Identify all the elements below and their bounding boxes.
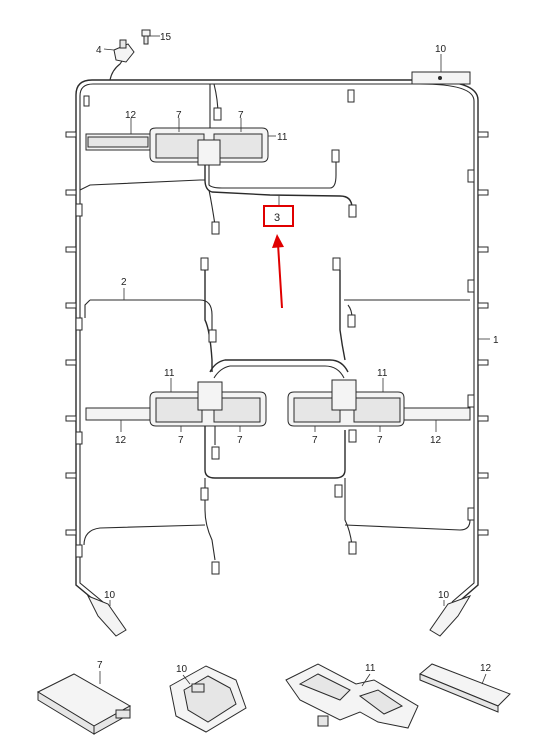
label-12-detail: 12 (480, 663, 492, 674)
label-7-lower-1: 7 (178, 435, 184, 446)
label-7-lower-3: 7 (312, 435, 318, 446)
label-11-lower-right: 11 (377, 368, 388, 379)
right-tabs (477, 131, 489, 536)
end-bracket-bottom-left (86, 595, 127, 637)
label-10-bottom-left: 10 (104, 590, 116, 601)
fastener-4-assembly (113, 39, 135, 63)
internal-branches (79, 83, 471, 575)
lower-right-module-group (287, 379, 471, 427)
part-labels: 4 15 10 12 7 7 11 2 1 11 11 12 7 7 7 7 1… (96, 32, 499, 601)
upper-module-group (85, 127, 269, 166)
label-7-lower-2: 7 (237, 435, 243, 446)
label-11-detail: 11 (365, 663, 376, 674)
label-12-upper: 12 (125, 110, 137, 121)
part-12-detail: 12 (419, 663, 511, 713)
part-10-detail: 10 (169, 664, 247, 733)
label-12-lower-right: 12 (430, 435, 442, 446)
part-11-detail: 11 (285, 663, 419, 729)
label-10-detail: 10 (176, 664, 188, 675)
label-1: 1 (493, 335, 499, 346)
label-11-lower-left: 11 (164, 368, 175, 379)
label-7-detail: 7 (97, 660, 103, 671)
label-3: 3 (274, 212, 280, 224)
label-10-top: 10 (435, 44, 447, 55)
label-7-upper-right: 7 (238, 110, 244, 121)
leader-lines (103, 35, 490, 606)
label-12-lower-left: 12 (115, 435, 127, 446)
label-4: 4 (96, 45, 102, 56)
label-10-bottom-right: 10 (438, 590, 450, 601)
part-7-detail: 7 (36, 660, 132, 735)
frame-plugs (75, 89, 475, 558)
left-tabs (65, 131, 77, 536)
end-bracket-top (411, 71, 471, 85)
arrow-up-icon (272, 234, 284, 309)
label-15: 15 (160, 32, 172, 43)
highlight-callout: 3 (263, 205, 294, 309)
highlight-box (263, 205, 294, 227)
lower-left-module-group (85, 381, 267, 427)
bolt-15 (141, 29, 151, 45)
parts-row: 7 10 11 12 (36, 660, 511, 735)
label-11-upper: 11 (277, 132, 288, 143)
label-7-lower-4: 7 (377, 435, 383, 446)
end-bracket-bottom-right (429, 595, 472, 637)
label-7-upper-left: 7 (176, 110, 182, 121)
label-2: 2 (121, 277, 127, 288)
